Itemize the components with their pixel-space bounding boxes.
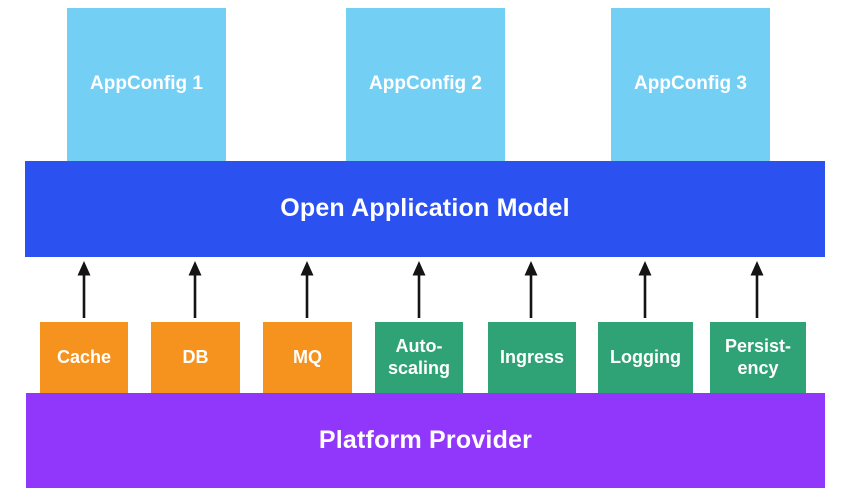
arrow-up-icon: [77, 261, 91, 318]
platform-provider-label: Platform Provider: [318, 425, 533, 454]
component-label: Cache: [56, 346, 112, 367]
component-box-db: DB: [151, 322, 240, 393]
appconfig-2-label: AppConfig 2: [369, 73, 482, 95]
component-label: MQ: [293, 346, 322, 367]
component-label: DB: [182, 346, 209, 367]
component-box-autoscaling: Auto- scaling: [375, 322, 463, 393]
arrow-up-icon: [524, 261, 538, 318]
arrow-up-icon: [638, 261, 652, 318]
component-label: Ingress: [499, 346, 565, 367]
component-box-mq: MQ: [263, 322, 352, 393]
platform-provider-bar: Platform Provider: [26, 393, 825, 488]
arrow-up-icon: [750, 261, 764, 318]
appconfig-2-box: AppConfig 2: [346, 8, 505, 161]
component-label: Logging: [610, 346, 681, 367]
open-application-model-label: Open Application Model: [280, 194, 570, 223]
component-box-logging: Logging: [598, 322, 693, 393]
appconfig-3-label: AppConfig 3: [634, 73, 747, 95]
appconfig-1-label: AppConfig 1: [90, 73, 203, 95]
appconfig-3-box: AppConfig 3: [611, 8, 770, 161]
component-label: Auto- scaling: [387, 336, 451, 378]
component-box-ingress: Ingress: [488, 322, 576, 393]
arrow-up-icon: [300, 261, 314, 318]
component-label: Persist- ency: [724, 336, 792, 378]
component-box-persistency: Persist- ency: [710, 322, 806, 393]
component-box-cache: Cache: [40, 322, 128, 393]
arrow-up-icon: [412, 261, 426, 318]
open-application-model-bar: Open Application Model: [25, 161, 825, 257]
arrow-up-icon: [188, 261, 202, 318]
appconfig-1-box: AppConfig 1: [67, 8, 226, 161]
